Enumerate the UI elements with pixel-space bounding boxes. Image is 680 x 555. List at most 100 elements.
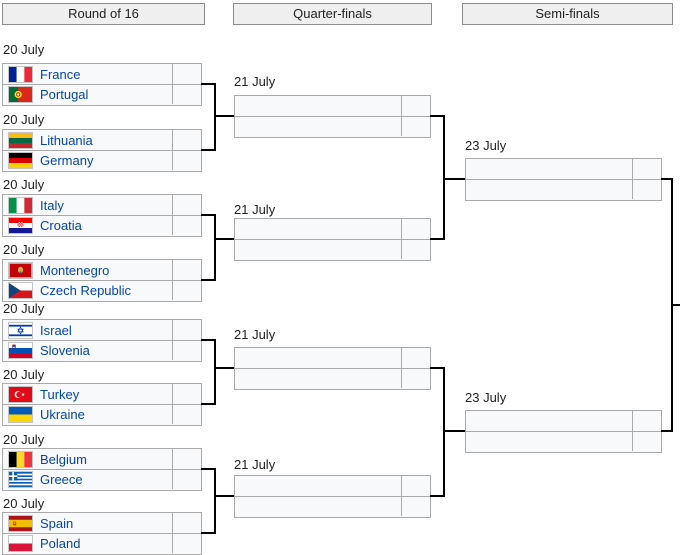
belgium-flag-icon — [8, 450, 33, 468]
bracket-connector-line — [661, 430, 673, 432]
team-link-belgium[interactable]: Belgium — [40, 451, 87, 467]
score-cell — [172, 281, 201, 300]
italy-flag-icon — [8, 196, 33, 214]
team-row-montenegro[interactable]: Montenegro — [3, 260, 201, 280]
bracket-connector-line — [430, 495, 445, 497]
team-link-greece[interactable]: Greece — [40, 472, 83, 487]
match-r16-6: Turkey Ukraine — [2, 383, 202, 426]
team-row-israel[interactable]: Israel — [3, 320, 201, 340]
team-link-turkey[interactable]: Turkey — [40, 386, 80, 402]
team-link-israel[interactable]: Israel — [40, 322, 72, 338]
bracket-connector-line — [201, 214, 216, 216]
bracket-connector-line — [430, 367, 445, 369]
match-date: 21 July — [234, 327, 276, 342]
team-row-belgium[interactable]: Belgium — [3, 449, 201, 469]
team-slot-empty — [466, 431, 661, 451]
team-row-lithuania[interactable]: Lithuania — [3, 130, 201, 150]
montenegro-flag-icon — [8, 261, 33, 279]
team-link-lithuania[interactable]: Lithuania — [40, 132, 93, 148]
team-link-france[interactable]: France — [40, 66, 81, 82]
match-date: 20 July — [3, 177, 45, 192]
score-cell — [172, 513, 201, 533]
team-row-czech-republic[interactable]: Czech Republic — [3, 280, 201, 300]
match-qf-2 — [234, 218, 431, 261]
bracket-connector-line — [214, 495, 234, 497]
team-row-ukraine[interactable]: Ukraine — [3, 404, 201, 424]
score-cell — [401, 369, 430, 388]
column-header-semi-finals: Semi-finals — [462, 3, 673, 25]
team-link-slovenia[interactable]: Slovenia — [40, 343, 90, 358]
team-link-czech-republic[interactable]: Czech Republic — [40, 283, 132, 298]
team-row-italy[interactable]: Italy — [3, 195, 201, 215]
team-slot-empty — [235, 116, 430, 136]
ukraine-flag-icon — [8, 406, 33, 423]
score-cell — [172, 64, 201, 84]
team-slot-empty — [466, 159, 661, 179]
score-cell — [172, 151, 201, 170]
team-slot-empty — [466, 411, 661, 431]
match-date: 21 July — [234, 202, 276, 217]
match-qf-1 — [234, 95, 431, 138]
match-r16-1: France Portugal — [2, 63, 202, 106]
team-slot-empty — [235, 219, 430, 239]
bracket-connector-line — [214, 339, 216, 405]
score-cell — [172, 534, 201, 553]
match-r16-8: Spain Poland — [2, 512, 202, 555]
match-qf-4 — [234, 475, 431, 518]
score-cell — [172, 405, 201, 424]
bracket-connector-line — [430, 238, 445, 240]
team-slot-empty — [235, 496, 430, 516]
team-row-spain[interactable]: Spain — [3, 513, 201, 533]
team-row-germany[interactable]: Germany — [3, 150, 201, 170]
team-link-ukraine[interactable]: Ukraine — [40, 407, 85, 422]
score-cell — [401, 348, 430, 368]
lithuania-flag-icon — [8, 131, 33, 149]
team-link-montenegro[interactable]: Montenegro — [40, 262, 110, 278]
team-row-slovenia[interactable]: Slovenia — [3, 340, 201, 360]
score-cell — [401, 497, 430, 516]
team-row-croatia[interactable]: Croatia — [3, 215, 201, 235]
column-header-round-of-16: Round of 16 — [2, 3, 205, 25]
team-slot-empty — [235, 348, 430, 368]
match-date: 20 July — [3, 242, 45, 257]
bracket-connector-line — [661, 178, 673, 180]
score-cell — [172, 449, 201, 469]
bracket-connector-line — [443, 367, 445, 497]
team-link-croatia[interactable]: Croatia — [40, 218, 82, 233]
score-cell — [172, 470, 201, 489]
germany-flag-icon — [8, 152, 33, 169]
score-cell — [172, 320, 201, 340]
france-flag-icon — [8, 65, 33, 83]
team-link-poland[interactable]: Poland — [40, 536, 81, 551]
match-date: 20 July — [3, 367, 45, 382]
turkey-flag-icon — [8, 385, 33, 403]
czech-republic-flag-icon — [8, 282, 33, 299]
team-row-portugal[interactable]: Portugal — [3, 84, 201, 104]
israel-flag-icon — [8, 321, 33, 339]
team-row-france[interactable]: France — [3, 64, 201, 84]
bracket-connector-line — [430, 115, 445, 117]
score-cell — [172, 85, 201, 104]
team-row-greece[interactable]: Greece — [3, 469, 201, 489]
bracket-connector-line — [443, 115, 445, 240]
team-link-portugal[interactable]: Portugal — [40, 87, 89, 102]
team-slot-empty — [235, 239, 430, 259]
bracket-connector-line — [201, 339, 216, 341]
match-r16-2: Lithuania Germany — [2, 129, 202, 172]
match-r16-4: Montenegro Czech Republic — [2, 259, 202, 302]
team-link-spain[interactable]: Spain — [40, 515, 74, 531]
team-slot-empty — [466, 179, 661, 199]
team-link-italy[interactable]: Italy — [40, 197, 64, 213]
bracket-connector-line — [201, 468, 216, 470]
score-cell — [632, 432, 661, 451]
team-row-turkey[interactable]: Turkey — [3, 384, 201, 404]
bracket-connector-line — [214, 214, 216, 281]
score-cell — [172, 341, 201, 360]
team-row-poland[interactable]: Poland — [3, 533, 201, 553]
match-date: 23 July — [465, 138, 507, 153]
team-slot-empty — [235, 368, 430, 388]
match-date: 20 July — [3, 301, 45, 316]
team-link-germany[interactable]: Germany — [40, 153, 94, 168]
bracket-connector-line — [214, 83, 216, 151]
